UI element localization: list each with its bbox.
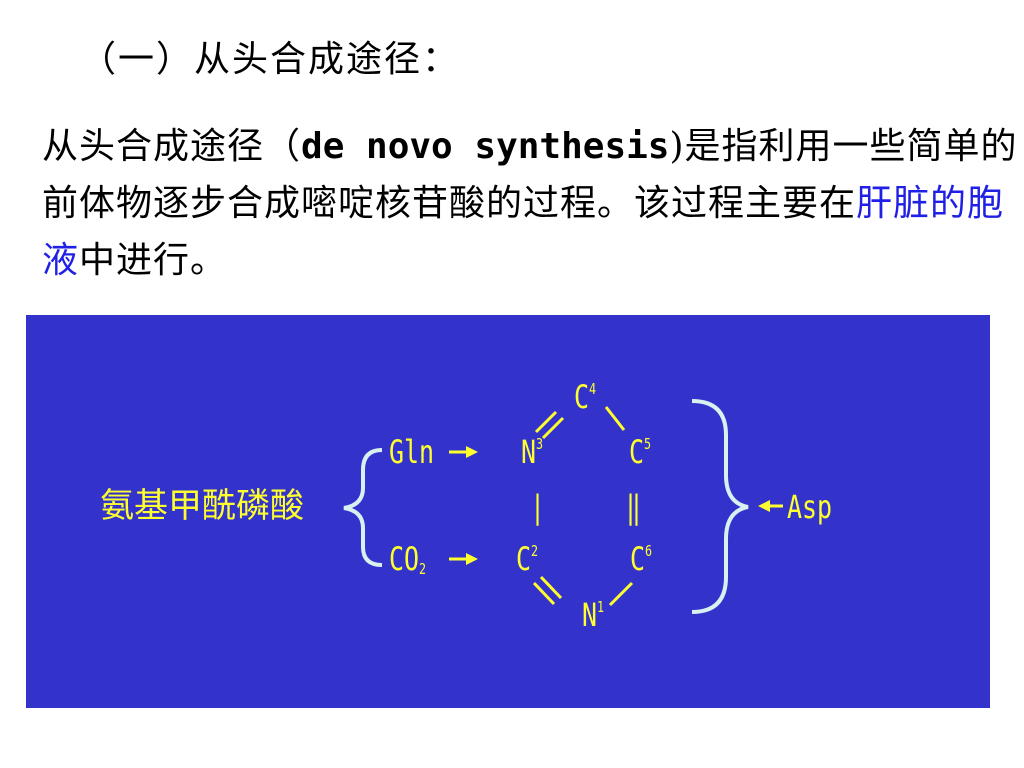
co2-label: CO2	[389, 543, 426, 577]
atom-n1: N1	[582, 599, 604, 631]
atom-n3: N3	[521, 436, 543, 468]
atom-c6-number: 6	[645, 542, 653, 560]
carbamoyl-phosphate-label: 氨基甲酰磷酸	[100, 486, 304, 526]
atom-c5-symbol: C	[629, 433, 645, 471]
paragraph-text-2: )是指利用一些简单的前体物逐步合成嘧啶核苷酸的过程。该过程主要在	[42, 126, 1018, 224]
atom-c4: C4	[574, 381, 596, 413]
bond-c5-c6-double: ‖	[626, 488, 642, 526]
atom-c2-symbol: C	[516, 540, 532, 578]
bond-c2-n1-double	[532, 575, 563, 606]
atom-c2-number: 2	[531, 542, 539, 560]
atom-c6-symbol: C	[630, 540, 646, 578]
atom-c5: C5	[629, 436, 651, 468]
right-brace	[691, 399, 749, 614]
co2-main: CO	[389, 540, 420, 578]
atom-n3-number: 3	[536, 435, 544, 453]
diagram-lines	[343, 399, 783, 614]
atom-n3-symbol: N	[521, 433, 537, 471]
asp-arrow	[758, 500, 783, 512]
atom-c5-number: 5	[644, 435, 652, 453]
paragraph-highlight: 肝脏的胞液	[42, 183, 1005, 281]
atom-n1-number: 1	[597, 598, 605, 616]
paragraph-text-1: 从头合成途径（	[42, 126, 302, 167]
gln-label: Gln	[389, 433, 435, 471]
co2-subscript: 2	[419, 560, 427, 578]
atom-c4-number: 4	[589, 380, 597, 398]
bond-c6-n1	[608, 581, 634, 607]
section-heading: （一）从头合成途径：	[80, 39, 461, 80]
left-brace	[343, 448, 383, 567]
atom-c4-symbol: C	[574, 378, 590, 416]
gln-arrow	[449, 446, 478, 458]
atom-c6: C6	[630, 543, 652, 575]
bond-n3-c4-double	[534, 410, 565, 440]
paragraph-latin-term: de novo synthesis	[301, 126, 670, 167]
atom-n1-symbol: N	[582, 596, 598, 634]
co2-arrow	[449, 553, 478, 565]
asp-label: Asp	[787, 488, 833, 526]
pyrimidine-ring-diagram: 氨基甲酰磷酸 Gln CO2 Asp C4 N3 C5 C2 C6 N1 | ‖	[26, 315, 990, 708]
intro-paragraph: 从头合成途径（de novo synthesis)是指利用一些简单的前体物逐步合…	[42, 118, 1022, 289]
atom-c2: C2	[516, 543, 538, 575]
bond-n3-c2-single: |	[530, 488, 546, 526]
paragraph-text-3: 中进行。	[79, 240, 228, 281]
bond-c4-c5	[604, 406, 626, 431]
